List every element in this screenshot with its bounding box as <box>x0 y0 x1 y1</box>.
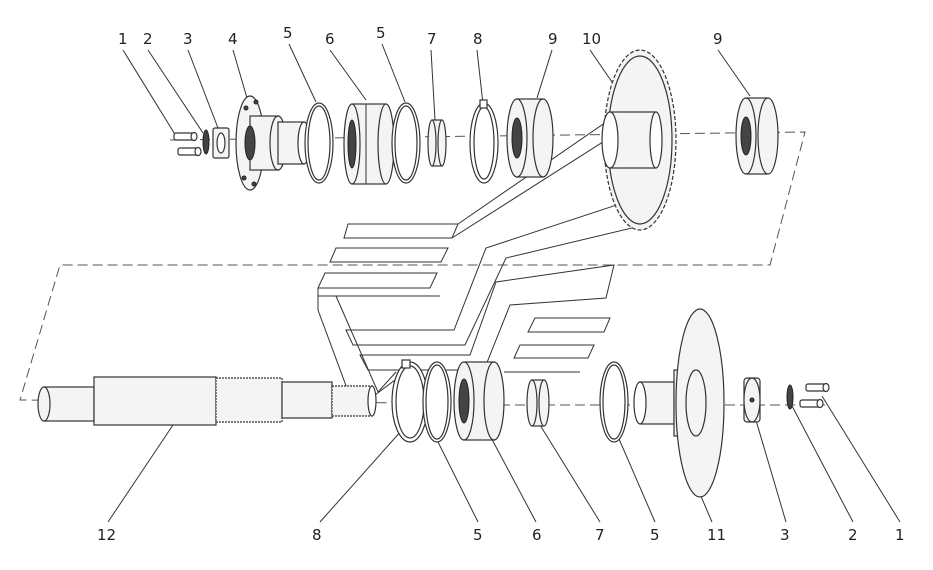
callout-top-7: 7 <box>427 30 437 48</box>
callout-bottom-3: 3 <box>780 526 790 544</box>
callout-top-4: 4 <box>228 30 238 48</box>
part-12-main-shaft <box>37 376 377 426</box>
leader-lines-bottom <box>107 395 901 523</box>
part-6-bearing-top <box>343 103 395 185</box>
leader-lines-top <box>122 43 751 137</box>
part-11-flange-disc <box>633 308 725 498</box>
callout-bottom-8: 8 <box>312 526 322 544</box>
callout-top-6: 6 <box>325 30 335 48</box>
callouts-bottom: 12 8 5 6 7 5 11 3 2 1 <box>97 526 905 544</box>
part-9-bearing-top-a <box>506 98 554 178</box>
assembly-axis-lines <box>19 131 825 406</box>
callout-bottom-5b: 5 <box>650 526 660 544</box>
part-7-spacer-top <box>427 119 447 167</box>
callout-top-9a: 9 <box>548 30 558 48</box>
callout-top-3: 3 <box>183 30 193 48</box>
part-5-oring-bottom-a <box>422 361 452 443</box>
callout-bottom-12: 12 <box>97 526 116 544</box>
callout-bottom-2: 2 <box>848 526 858 544</box>
callout-top-1: 1 <box>118 30 128 48</box>
part-5-oring-top-b <box>391 102 421 184</box>
callout-bottom-1: 1 <box>895 526 905 544</box>
part-5-oring-top-a <box>304 102 334 184</box>
callout-top-5a: 5 <box>283 24 293 42</box>
part-1-bolts-top <box>173 131 202 157</box>
part-5-oring-bottom-b <box>599 361 629 443</box>
callout-bottom-7: 7 <box>595 526 605 544</box>
callout-top-8: 8 <box>473 30 483 48</box>
callout-top-2: 2 <box>143 30 153 48</box>
part-2-washer-bottom <box>786 384 794 410</box>
part-6-bearing-bottom <box>453 361 505 441</box>
part-1-bolts-bottom <box>799 382 830 409</box>
callout-top-10: 10 <box>582 30 601 48</box>
part-3-plate-bottom <box>743 377 761 423</box>
part-8-snap-ring-top <box>469 99 499 184</box>
callout-bottom-11: 11 <box>707 526 726 544</box>
part-9-bearing-top-b <box>735 97 779 175</box>
callout-bottom-5a: 5 <box>473 526 483 544</box>
part-10-gear <box>601 49 677 231</box>
part-7-spacer-bottom <box>526 379 550 427</box>
callout-top-9b: 9 <box>713 30 723 48</box>
callouts-top: 1 2 3 4 5 6 5 7 8 9 10 9 <box>118 24 723 48</box>
part-2-washer-top <box>202 129 210 155</box>
part-4-flange-hub <box>235 95 311 191</box>
callout-top-5b: 5 <box>376 24 386 42</box>
part-3-plate-top <box>212 127 230 159</box>
callout-bottom-6: 6 <box>532 526 542 544</box>
